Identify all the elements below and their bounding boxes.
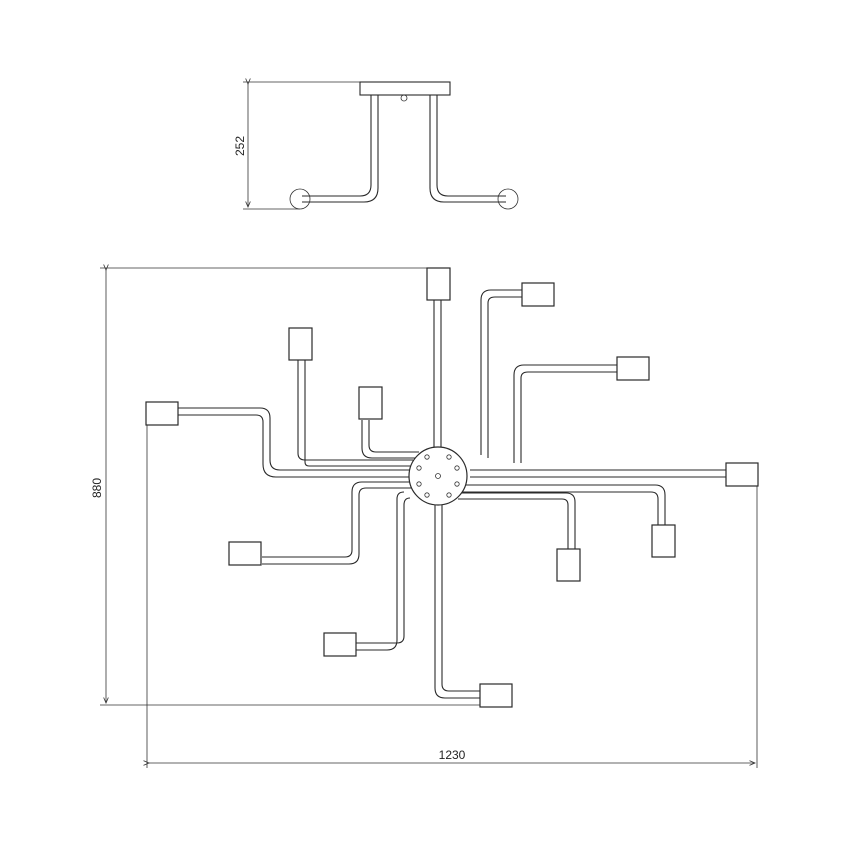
top-height-dimension-label: 880 xyxy=(90,478,104,498)
arm-top-right-high xyxy=(480,289,522,458)
side-right-arm xyxy=(429,95,506,203)
central-canopy xyxy=(408,446,468,506)
socket xyxy=(556,548,581,582)
side-mount-screw xyxy=(400,94,408,102)
socket xyxy=(358,386,383,420)
side-left-arm xyxy=(302,95,379,203)
arm-upper-left-short xyxy=(361,420,419,459)
arm-left-long xyxy=(178,407,410,478)
socket xyxy=(651,524,676,558)
side-view: 252 xyxy=(233,81,519,210)
canopy-center-hole xyxy=(435,473,441,479)
socket xyxy=(521,282,555,307)
socket xyxy=(426,267,451,301)
arm-right-mid xyxy=(513,364,617,463)
sockets xyxy=(145,267,759,708)
side-right-socket xyxy=(497,188,519,210)
canopy-holes xyxy=(416,454,460,498)
socket xyxy=(725,462,759,487)
arm-right-long xyxy=(470,469,727,478)
arm-upper-left xyxy=(297,360,413,467)
side-left-socket xyxy=(289,188,311,210)
arm-right-lower xyxy=(462,484,666,525)
socket xyxy=(479,683,513,708)
top-width-dimension-label: 1230 xyxy=(439,748,466,762)
socket xyxy=(145,401,179,426)
arm-left-lower xyxy=(262,481,412,565)
side-height-dimension-label: 252 xyxy=(233,136,247,156)
socket xyxy=(616,356,650,381)
arm-bottom xyxy=(434,500,480,699)
arm-lower-left xyxy=(355,491,411,651)
socket xyxy=(323,632,357,657)
socket xyxy=(228,541,262,566)
arms xyxy=(178,289,727,699)
arm-top xyxy=(433,300,442,448)
top-view: 880 1230 xyxy=(90,267,759,768)
socket xyxy=(288,327,313,361)
arm-lower-right-short xyxy=(458,492,576,549)
side-canopy xyxy=(359,81,451,96)
canopy-disc xyxy=(408,446,468,506)
